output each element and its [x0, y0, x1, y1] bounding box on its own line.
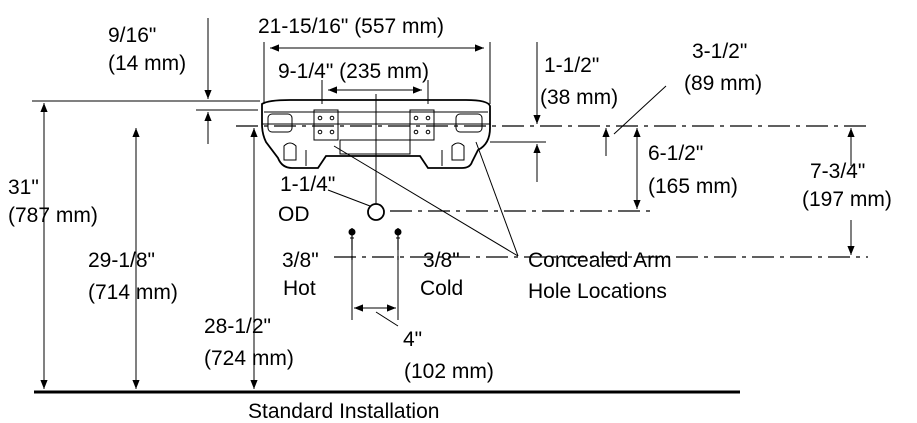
label-7-3-4-in: 7-3/4" — [810, 160, 865, 183]
label-1-1-2-in: 1-1/2" — [544, 54, 599, 77]
reference-lines — [32, 42, 870, 320]
label-29-1-8-in: 29-1/8" — [88, 249, 155, 272]
label-standard-installation: Standard Installation — [248, 400, 439, 423]
label-6-1-2-in: 6-1/2" — [648, 142, 703, 165]
label-102-mm: (102 mm) — [404, 360, 494, 383]
hot-supply-dot — [348, 228, 356, 236]
label-hot: Hot — [283, 277, 316, 300]
label-4-in: 4" — [403, 328, 422, 351]
label-od-size: 1-1/4" — [280, 173, 335, 196]
pipe-symbols — [348, 203, 402, 236]
label-31-in: 31" — [8, 176, 39, 199]
label-3-1-2-in: 3-1/2" — [692, 40, 747, 63]
label-concealed-arm: Concealed Arm — [528, 249, 672, 272]
label-14-mm: (14 mm) — [108, 52, 186, 75]
label-cold-size: 3/8" — [423, 249, 460, 272]
label-724-mm: (724 mm) — [204, 347, 294, 370]
label-9-1-4: 9-1/4" (235 mm) — [278, 60, 429, 83]
label-38-mm: (38 mm) — [540, 86, 618, 109]
waste-pipe-circle — [367, 203, 385, 221]
label-hole-locations: Hole Locations — [528, 280, 667, 303]
label-787-mm: (787 mm) — [8, 204, 98, 227]
label-od: OD — [278, 203, 310, 226]
label-hot-size: 3/8" — [282, 249, 319, 272]
label-21-15-16: 21-15/16" (557 mm) — [258, 15, 444, 38]
label-165-mm: (165 mm) — [648, 175, 738, 198]
dimension-labels: 9/16" (14 mm) 21-15/16" (557 mm) 9-1/4" … — [8, 15, 892, 423]
label-714-mm: (714 mm) — [88, 281, 178, 304]
label-89-mm: (89 mm) — [684, 72, 762, 95]
label-197-mm: (197 mm) — [802, 188, 892, 211]
label-28-1-2-in: 28-1/2" — [204, 315, 271, 338]
label-9-16-in: 9/16" — [108, 24, 156, 47]
cold-supply-dot — [394, 228, 402, 236]
label-cold: Cold — [420, 277, 463, 300]
dimension-lines — [40, 18, 855, 389]
